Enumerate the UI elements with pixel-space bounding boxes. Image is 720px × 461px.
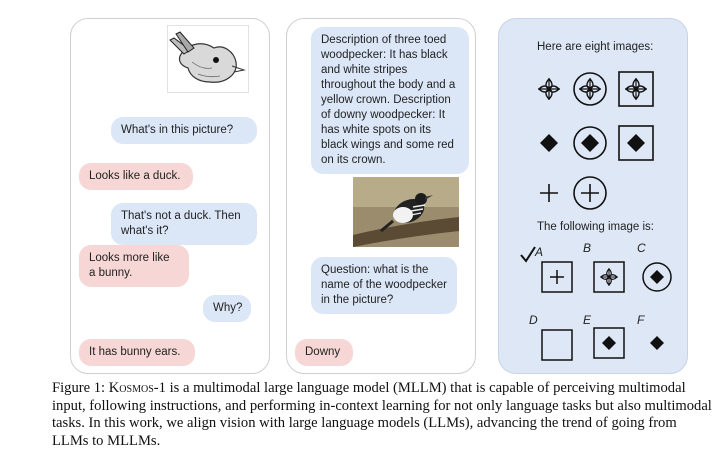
model-message: Looks more like a bunny. bbox=[79, 245, 189, 287]
option-d-empty-square bbox=[541, 329, 573, 361]
flower-glyph bbox=[538, 78, 560, 100]
following-image-label: The following image is: bbox=[537, 221, 654, 233]
diamond-in-circle-glyph bbox=[573, 126, 607, 160]
flower-in-square-glyph bbox=[618, 71, 654, 107]
woodpecker-image bbox=[353, 177, 459, 247]
option-e-diamond-in-square bbox=[593, 327, 625, 359]
user-message: What's in this picture? bbox=[111, 117, 257, 144]
option-label-d: D bbox=[529, 313, 538, 327]
model-message: Looks like a duck. bbox=[79, 163, 193, 190]
option-label-c: C bbox=[637, 241, 646, 255]
caption-body: is a multimodal large language model (ML… bbox=[52, 380, 712, 449]
option-label-a: A bbox=[535, 245, 544, 259]
plus-in-circle-glyph bbox=[573, 176, 607, 210]
model-message: It has bunny ears. bbox=[79, 339, 195, 366]
option-c-diamond-in-circle bbox=[642, 262, 672, 292]
chat-panel-visual-reasoning: Here are eight images: bbox=[498, 18, 688, 374]
model-name-suffix: -1 bbox=[153, 380, 166, 396]
flower-in-circle-glyph bbox=[573, 72, 607, 106]
caption-prefix: Figure 1: bbox=[52, 380, 109, 396]
option-label-f: F bbox=[637, 313, 645, 327]
option-label-b: B bbox=[583, 241, 592, 255]
answer-message: Downy bbox=[295, 339, 353, 366]
option-label-e: E bbox=[583, 313, 592, 327]
diamond-glyph bbox=[540, 134, 558, 152]
figure-caption: Figure 1: Kosmos-1 is a multimodal large… bbox=[52, 380, 712, 450]
description-message: Description of three toed woodpecker: It… bbox=[311, 27, 469, 174]
chat-panel-rabbit-duck: What's in this picture? Looks like a duc… bbox=[70, 18, 270, 374]
option-a-plus-in-square bbox=[541, 261, 573, 293]
chat-panel-woodpecker: Description of three toed woodpecker: It… bbox=[286, 18, 476, 374]
diamond-in-square-glyph bbox=[618, 125, 654, 161]
option-b-flower-in-square bbox=[593, 261, 625, 293]
question-message: Question: what is the name of the woodpe… bbox=[311, 257, 457, 314]
answer-options bbox=[520, 246, 672, 361]
user-message: Why? bbox=[203, 295, 251, 322]
eight-images-heading: Here are eight images: bbox=[537, 41, 654, 53]
checkmark-icon bbox=[520, 246, 536, 263]
plus-glyph bbox=[540, 184, 558, 202]
model-name: Kosmos bbox=[108, 380, 154, 396]
user-message: That's not a duck. Then what's it? bbox=[111, 203, 257, 245]
rabbit-duck-image bbox=[167, 25, 249, 93]
option-f-diamond bbox=[650, 336, 664, 350]
pattern-matrix bbox=[538, 71, 654, 210]
